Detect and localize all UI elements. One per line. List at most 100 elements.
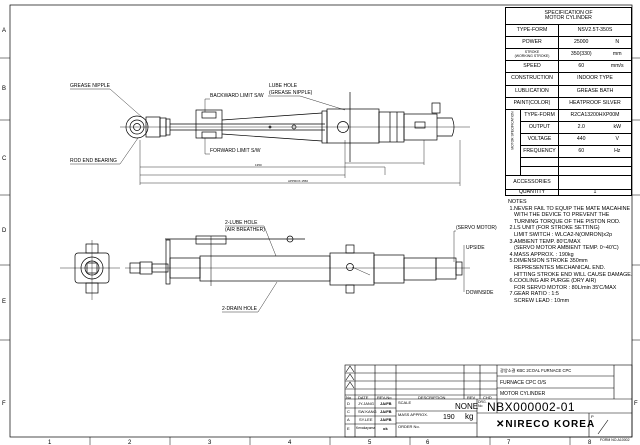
zone-col-2: 2 (128, 440, 132, 445)
note-line: 4.MASS APPROX. : 190kg (508, 251, 574, 258)
note-line: WITH THE DEVICE TO PREVENT THE (508, 212, 610, 219)
note-line: LIMIT SWITCH : WLCA2-N(OMRON)x2p (508, 231, 613, 238)
motor-spec-value: 60 (558, 145, 604, 158)
spec-label: POWER (505, 36, 559, 49)
signer-sign: ok (383, 426, 388, 431)
motor-spec-unit: Hz (603, 145, 633, 158)
drawing-number: NBX000002-01 (487, 400, 576, 414)
spec-label-stroke: STROKE (524, 50, 540, 54)
note-line: 7.GEAR RATIO : 1:5 (508, 291, 559, 298)
dim-approx-1550: APPROX.1550 (288, 179, 308, 183)
motor-spec-value: 2.0 (558, 121, 604, 134)
zone-col-6: 6 (426, 440, 430, 445)
signer-name: SW.KANG (358, 409, 377, 414)
note-line: 6.COOLING AIR PURGE (DRY AIR) (508, 278, 597, 285)
note-line: (SERVO MOTOR AMBIENT TEMP. 0~40'C) (508, 245, 619, 252)
motor-spec-unit: kW (603, 121, 633, 134)
side-view-cylinder (125, 235, 470, 294)
label-forward-limit-switch: FORWARD LIMIT S/W (210, 148, 261, 154)
side-view-leaders (222, 225, 465, 313)
spec-unit: mm (603, 48, 633, 61)
mass-unit: kg (465, 412, 474, 421)
rev-header-date: DATE (358, 395, 369, 400)
empty-cell (558, 157, 632, 167)
frame-ticks (0, 57, 640, 445)
spec-value: 350(330) (558, 48, 604, 61)
label-rod-end-bearing: ROD END BEARING (70, 158, 117, 164)
top-view-dimensions (139, 140, 461, 186)
label-backward-limit-switch: BACKWARD LIMIT S/W (210, 93, 264, 99)
note-line: 5.DIMENSION STROKE 350mm (508, 258, 588, 265)
zone-row-a: A (2, 28, 6, 34)
drawing-title: MOTOR CYLINDER (500, 391, 546, 397)
drawing-no-label: DRG. No (478, 400, 487, 408)
motor-spec-label: FREQUENCY (520, 145, 559, 158)
note-line: HITTING STROKE END WILL CAUSE DAMAGE. (508, 271, 633, 278)
label-servo-motor: (SERVO MOTOR) (456, 225, 497, 231)
company-name: NIRECO KOREA (505, 419, 596, 430)
logo-mark-icon: ✕ (496, 419, 506, 430)
scale-value: NONE (455, 402, 479, 411)
zone-col-7: 7 (507, 440, 511, 445)
spec-label-working-stroke: (WORKING STROKE) (514, 53, 550, 58)
signer-sign: JA/FB (380, 401, 392, 406)
zone-row-c: C (2, 156, 7, 162)
spec-label: LUBLICATION (505, 85, 559, 98)
zone-col-5: 5 (368, 440, 372, 445)
dim-1350: 1350 (255, 163, 262, 167)
sheet-frame (9, 4, 633, 438)
rev-header-no: No (346, 395, 352, 400)
spec-value: 60 (558, 60, 604, 73)
company-logo: ✕NIRECO KOREA (496, 419, 595, 430)
motor-spec-value: 440 (558, 133, 604, 146)
quantity-label: QUANTITY (505, 188, 559, 197)
spec-value: 25000 (558, 36, 604, 49)
note-line: 1.NEVER FAIL TO EQUIP THE MATE MACAHINE (508, 205, 631, 212)
motor-spec-label: VOLTAGE (520, 133, 559, 146)
label-upside: UPSIDE (466, 245, 485, 251)
signer-code: D (347, 401, 350, 406)
top-view-leaders (70, 88, 346, 165)
spec-unit: mm/s (603, 60, 633, 73)
signer-name: Kenakayama (356, 426, 376, 430)
spec-label: SPEED (505, 60, 559, 73)
accessories-label: ACCESSORIES (505, 175, 559, 190)
label-2-drain-hole: 2-DRAIN HOLE (222, 306, 258, 312)
label-lube-hole: LUBE HOLE (269, 83, 298, 89)
mass-value: 190 (443, 414, 455, 421)
notes-title: NOTES (508, 199, 527, 205)
motor-spec-unit: V (603, 133, 633, 146)
scale-label: SCALE (398, 400, 412, 405)
label-grease-nipple: GREASE NIPPLE (70, 83, 111, 89)
spec-label: CONSTRUCTION (505, 72, 559, 86)
title-block-lines (344, 364, 633, 438)
motor-spec-label: TYPE-FORM (520, 109, 559, 122)
notes-block: NOTES 1.NEVER FAIL TO EQUIP THE MATE MAC… (508, 199, 632, 305)
spec-title-line2: MOTOR CYLINDER (545, 15, 592, 21)
note-line: FOR SERVO MOTOR : 80L/min 35'C/MAX (508, 284, 617, 291)
label-2-lube-hole: 2-LUBE HOLE (225, 220, 258, 226)
zone-col-8: 8 (588, 440, 592, 445)
zone-col-4: 4 (288, 440, 292, 445)
spec-label: TYPE-FORM (505, 24, 559, 37)
note-line: 3.AMBIENT TEMP. 80'C/MAX (508, 238, 581, 245)
signer-sign: JA/FB (380, 417, 392, 422)
form-number: FORM NO.A10002 (600, 438, 630, 442)
motor-spec-side-label: MOTOR SPECIFICATION (505, 109, 521, 176)
note-line: 2.LS UNIT (FOR STROKE SETTING) (508, 225, 600, 232)
quantity-value: 1 (558, 188, 632, 197)
spec-value: GREASE BATH (558, 85, 632, 98)
rev-header-description: DESCRIPTION (418, 395, 446, 400)
zone-col-3: 3 (208, 440, 212, 445)
project-subname: FURNACE CPC O/S (500, 380, 547, 386)
zone-row-f: F (2, 401, 6, 407)
page-label: P (591, 414, 594, 419)
note-line: SCREW LEAD : 10mm (508, 297, 570, 304)
empty-cell (520, 157, 559, 167)
spec-label: STROKE(WORKING STROKE) (505, 48, 559, 61)
end-view (60, 240, 120, 300)
motor-spec-label-text: MOTOR SPECIFICATION (510, 111, 515, 150)
